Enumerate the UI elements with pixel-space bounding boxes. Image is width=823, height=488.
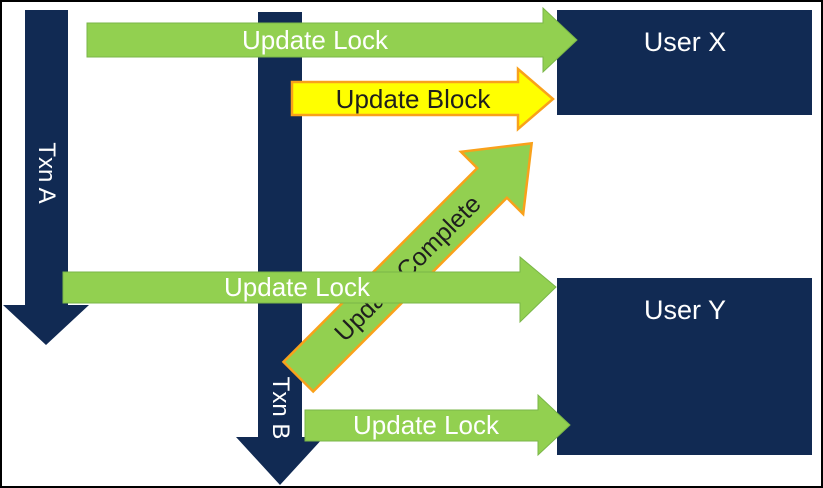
update-complete-shape xyxy=(281,141,534,394)
update-lock-bottom-arrow xyxy=(304,393,571,457)
update-lock-top-label: Update Lock xyxy=(242,25,389,55)
txn-b-label: Txn B xyxy=(267,377,294,440)
update-lock-top-arrow xyxy=(86,6,578,74)
txn-a-arrow xyxy=(3,10,89,345)
update-lock-middle-label: Update Lock xyxy=(224,272,371,302)
update-block-arrow xyxy=(290,66,555,132)
update-block-label: Update Block xyxy=(336,84,492,114)
user-y-box xyxy=(557,278,812,455)
user-x-box xyxy=(557,10,812,115)
user-x-label: User X xyxy=(644,27,727,57)
update-complete-arrow: Update Complete xyxy=(281,141,534,394)
user-y-label: User Y xyxy=(644,295,726,325)
update-lock-middle-arrow xyxy=(62,255,557,324)
update-complete-label: Update Complete xyxy=(329,190,486,347)
txn-a-label: Txn A xyxy=(33,142,60,203)
update-lock-bottom-label: Update Lock xyxy=(353,410,500,440)
